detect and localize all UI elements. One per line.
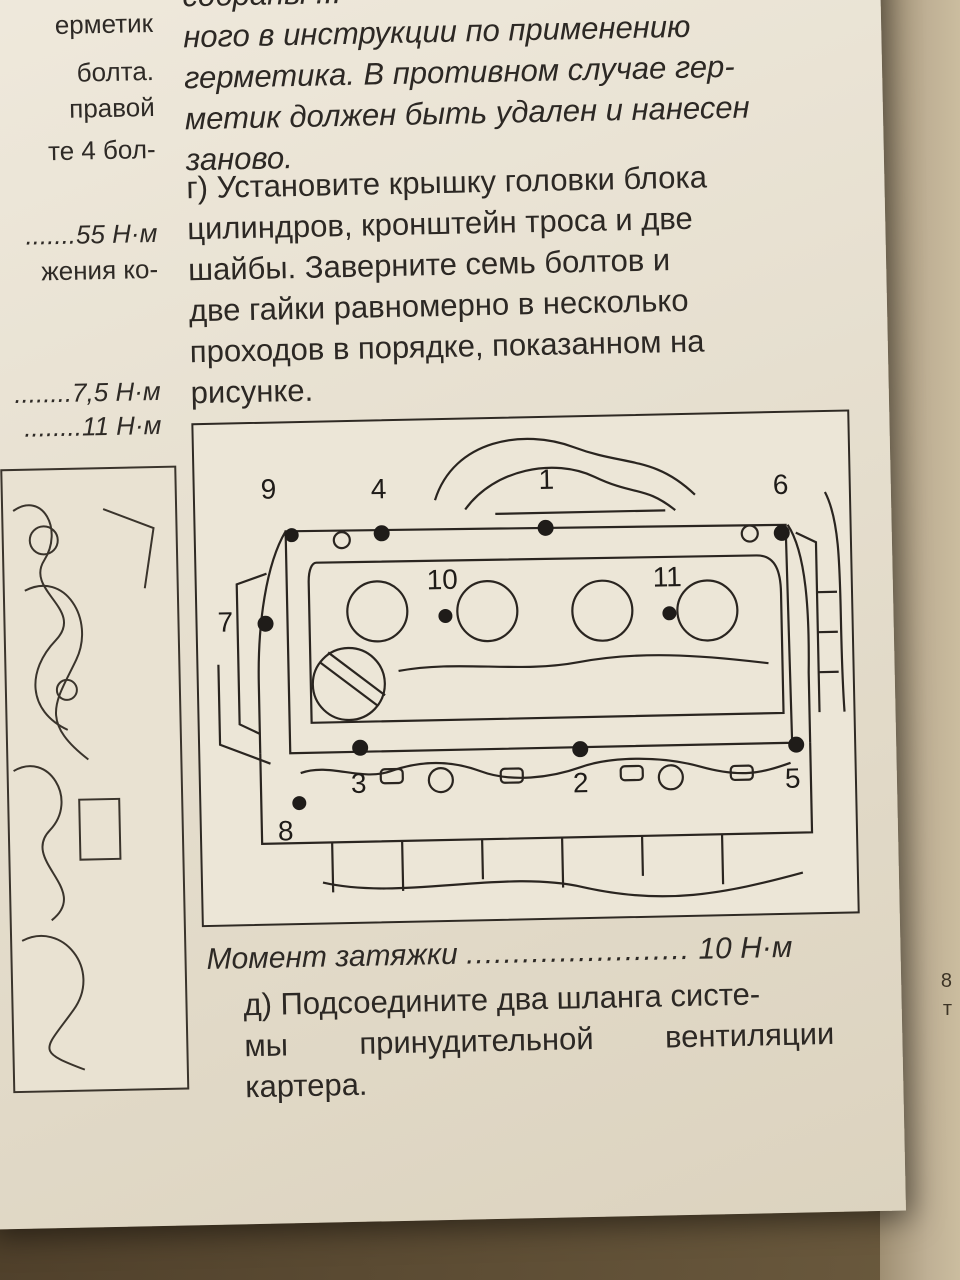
step-g-paragraph: г) Установите крышку головки блока цилин… — [186, 154, 831, 413]
bolt-label-4: 4 — [370, 473, 387, 505]
bolt-label-8: 8 — [277, 815, 294, 847]
bolt-2-marker — [572, 741, 589, 758]
bolt-5-marker — [788, 736, 805, 753]
torque-label: Момент затяжки — [206, 937, 459, 977]
bolt-label-5: 5 — [784, 762, 801, 794]
left-text-line: ерметик — [54, 7, 154, 41]
torque-dots: ........................ — [465, 932, 691, 971]
bolt-9-marker — [284, 528, 299, 543]
bolt-10-marker — [438, 608, 453, 623]
step-d-paragraph: д) Подсоедините два шланга систе- мы при… — [243, 972, 835, 1107]
left-torque-55: .......55 Н·м — [25, 217, 158, 251]
bolt-1-marker — [537, 519, 554, 536]
bolt-4-marker — [373, 525, 390, 542]
bolt-3-marker — [352, 739, 369, 756]
intro-paragraph: собраны ... ного в инструкции по примене… — [182, 0, 866, 180]
bolt-11-marker — [662, 606, 677, 621]
left-text-line: болта. — [76, 55, 155, 88]
left-text-line: те 4 бол- — [47, 133, 156, 167]
left-torque-11: ........11 Н·м — [23, 409, 162, 443]
left-figure-drawing — [12, 504, 155, 1071]
cylinder-head-cover-diagram: 1 2 3 4 5 6 7 8 9 10 11 — [191, 409, 860, 928]
book-page: ерметик болта. правой те 4 бол- .......5… — [0, 0, 906, 1230]
adjacent-page-fragment: т — [942, 998, 952, 1020]
left-torque-7-5: ........7,5 Н·м — [13, 375, 161, 409]
left-column: ерметик болта. правой те 4 бол- .......5… — [0, 0, 190, 1099]
adjacent-page-fragment: 8 — [940, 970, 952, 992]
left-figure-frame — [0, 465, 190, 1094]
left-text-line: правой — [68, 91, 156, 124]
bolt-label-2: 2 — [572, 767, 589, 799]
bolt-label-6: 6 — [772, 468, 789, 501]
bolt-label-1: 1 — [538, 463, 555, 495]
bolt-8-marker — [292, 796, 307, 811]
bolt-6-marker — [773, 524, 790, 541]
bolt-label-9: 9 — [260, 473, 277, 505]
bolt-label-7: 7 — [217, 606, 234, 638]
bolt-label-3: 3 — [350, 767, 367, 799]
bolt-label-10: 10 — [426, 563, 459, 596]
torque-spec-line: Момент затяжки ........................ … — [206, 929, 857, 977]
bolt-7-marker — [257, 615, 274, 632]
left-text-line: жения ко- — [40, 253, 159, 287]
bolt-label-11: 11 — [652, 561, 683, 593]
torque-value: 10 Н·м — [698, 930, 793, 966]
engine-drawing — [217, 437, 846, 898]
